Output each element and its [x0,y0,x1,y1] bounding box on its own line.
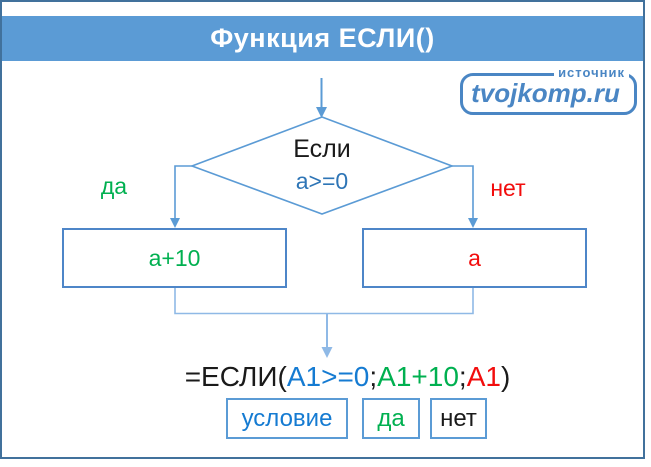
yes-result-value: a+10 [148,244,201,271]
slide-frame [0,0,645,459]
legend-no-box: нет [430,398,487,439]
no-branch-arrowhead [468,218,478,228]
no-branch-label: нет [490,175,526,201]
watermark-source-label: источник [554,65,629,80]
no-result-value: a [468,244,481,271]
yes-branch-label: да [100,173,128,199]
page-title: Функция ЕСЛИ() [210,23,435,53]
condition-title: Если [293,135,351,163]
title-bar: Функция ЕСЛИ() [2,16,643,61]
formula-prefix: =ЕСЛИ( [184,361,287,392]
legend-yes-box: да [362,398,420,439]
source-watermark: источник tvojkomp.ru [460,65,637,115]
formula-condition: A1>=0 [286,361,370,392]
watermark-site-name: tvojkomp.ru [471,78,620,108]
merge-line [174,288,474,315]
formula-true-value: A1+10 [377,361,459,392]
yes-branch-arrowhead [170,218,180,228]
no-result-box: a [362,228,587,288]
legend-condition-label: условие [241,404,333,432]
legend-condition-box: условие [226,398,348,439]
yes-branch-line [174,165,192,219]
arrow-top-head [316,107,327,118]
excel-formula: =ЕСЛИ(A1>=0;A1+10;A1) [150,361,545,393]
yes-result-box: a+10 [62,228,287,288]
arrow-to-formula-head [321,347,333,358]
formula-false-value: A1 [466,361,501,392]
formula-separator-2: ; [458,361,467,392]
condition-expression: a>=0 [295,168,349,194]
formula-separator-1: ; [369,361,378,392]
legend-yes-label: да [377,404,405,432]
no-branch-line [452,165,474,219]
formula-suffix: ) [500,361,511,392]
decision-diamond [189,116,455,215]
legend-no-label: нет [440,404,477,432]
